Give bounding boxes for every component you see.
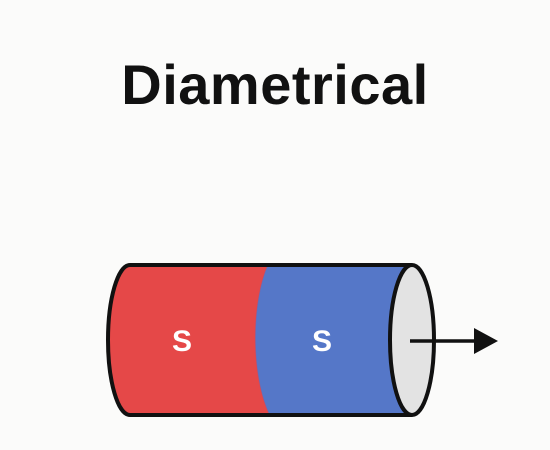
page-title: Diametrical bbox=[121, 53, 429, 116]
left-half-red bbox=[108, 265, 270, 415]
right-pole-label: S bbox=[312, 325, 332, 358]
arrow-right-icon bbox=[410, 328, 498, 354]
magnet-outline bbox=[106, 263, 412, 417]
left-pole-label: S bbox=[172, 325, 192, 358]
half-boundary bbox=[254, 265, 273, 415]
magnet-body bbox=[108, 265, 412, 415]
right-half-blue bbox=[255, 265, 412, 415]
